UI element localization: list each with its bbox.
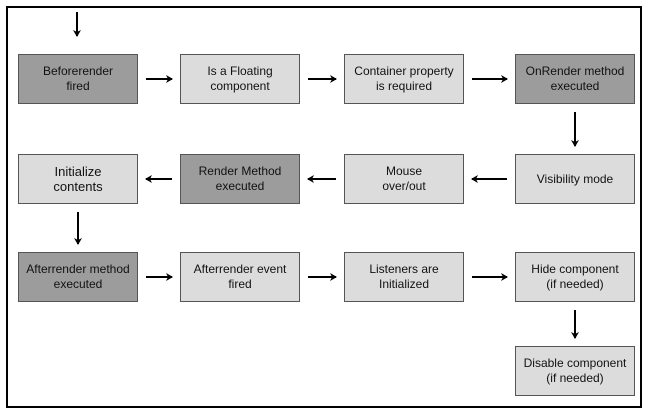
node-hide-component: Hide component (if needed) [515, 252, 635, 302]
node-afterrender-event-fired: Afterrender event fired [180, 252, 300, 302]
node-onrender-method-executed: OnRender method executed [515, 54, 635, 104]
node-visibility-mode: Visibility mode [515, 154, 635, 204]
node-render-method-executed: Render Method executed [180, 154, 300, 204]
node-disable-component: Disable component (if needed) [515, 346, 635, 396]
node-listeners-initialized: Listeners are Initialized [344, 252, 464, 302]
node-afterrender-method-executed: Afterrender method executed [18, 252, 138, 302]
node-initialize-contents: Initialize contents [18, 154, 138, 204]
node-is-floating-component: Is a Floating component [180, 54, 300, 104]
node-beforerender-fired: Beforerender fired [18, 54, 138, 104]
node-mouse-over-out: Mouse over/out [344, 154, 464, 204]
node-container-property-required: Container property is required [344, 54, 464, 104]
